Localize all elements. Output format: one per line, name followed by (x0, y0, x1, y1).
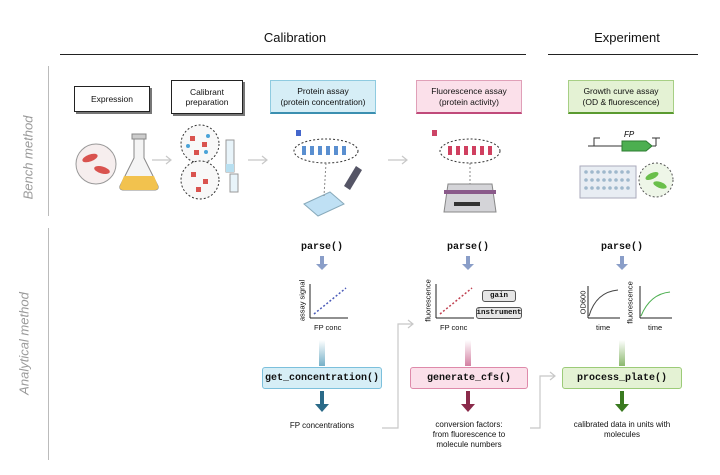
calibrant-box: Calibrant preparation (171, 80, 243, 114)
expression-box: Expression (74, 86, 150, 112)
calibrated-data-output: calibrated data in units with molecules (556, 420, 688, 440)
expression-label: Expression (90, 93, 134, 104)
gain-tag: gain (482, 290, 516, 302)
cfs-line2: from fluorescence to (432, 430, 506, 439)
growth-od-xlabel: time (596, 323, 611, 332)
calib-line2: molecules (603, 430, 640, 439)
calibrant-illustration (180, 124, 239, 200)
growth-fluorescence-plot (639, 286, 672, 319)
analytical-divider (48, 228, 49, 460)
calibration-header: Calibration (263, 30, 327, 45)
process-plate-function: process_plate() (562, 367, 682, 389)
instrument-tag: instrument (476, 307, 522, 319)
fluorescence-assay-box: Fluorescence assay (protein activity) (416, 80, 522, 114)
fluorescence-xlabel: FP conc (440, 323, 468, 332)
parse-growth: parse() (600, 242, 643, 253)
fp-gene-label: FP (624, 130, 635, 139)
experiment-header: Experiment (594, 30, 660, 45)
fluorescence-reader-illustration (432, 130, 501, 213)
growth-illustration: FP (579, 130, 674, 199)
growth-line2: (OD & fluorescence) (582, 96, 660, 107)
cfs-line3: molecule numbers (436, 440, 502, 449)
parse-protein: parse() (300, 242, 343, 253)
protein-xlabel: FP conc (314, 323, 342, 332)
growth-od-plot (587, 286, 620, 319)
protein-calibration-plot (309, 284, 348, 319)
protein-line1: Protein assay (297, 86, 349, 97)
fluor-line2: (protein activity) (439, 96, 499, 107)
protein-line2: (protein concentration) (280, 96, 366, 107)
parse-fluorescence: parse() (446, 242, 489, 253)
fp-concentrations-output: FP concentrations (289, 421, 355, 430)
bench-divider (48, 66, 49, 216)
protein-assay-box: Protein assay (protein concentration) (270, 80, 376, 114)
expression-illustration (75, 133, 159, 191)
protein-plate-illustration (293, 130, 362, 217)
cfs-line1: conversion factors: (435, 420, 503, 429)
calib-line1: calibrated data in units with (573, 420, 671, 429)
conversion-factors-output: conversion factors: from fluorescence to… (410, 420, 528, 450)
calibration-rule (60, 54, 526, 55)
fluor-line1: Fluorescence assay (431, 86, 507, 97)
fluorescence-calibration-plot (435, 284, 474, 319)
calibrant-line1: Calibrant (189, 86, 225, 97)
calibrant-line2: preparation (185, 97, 229, 107)
growth-assay-box: Growth curve assay (OD & fluorescence) (568, 80, 674, 114)
experiment-rule (548, 54, 698, 55)
get-concentration-function: get_concentration() (262, 367, 382, 389)
generate-cfs-function: generate_cfs() (410, 367, 528, 389)
growth-fl-xlabel: time (648, 323, 663, 332)
growth-line1: Growth curve assay (583, 86, 659, 97)
